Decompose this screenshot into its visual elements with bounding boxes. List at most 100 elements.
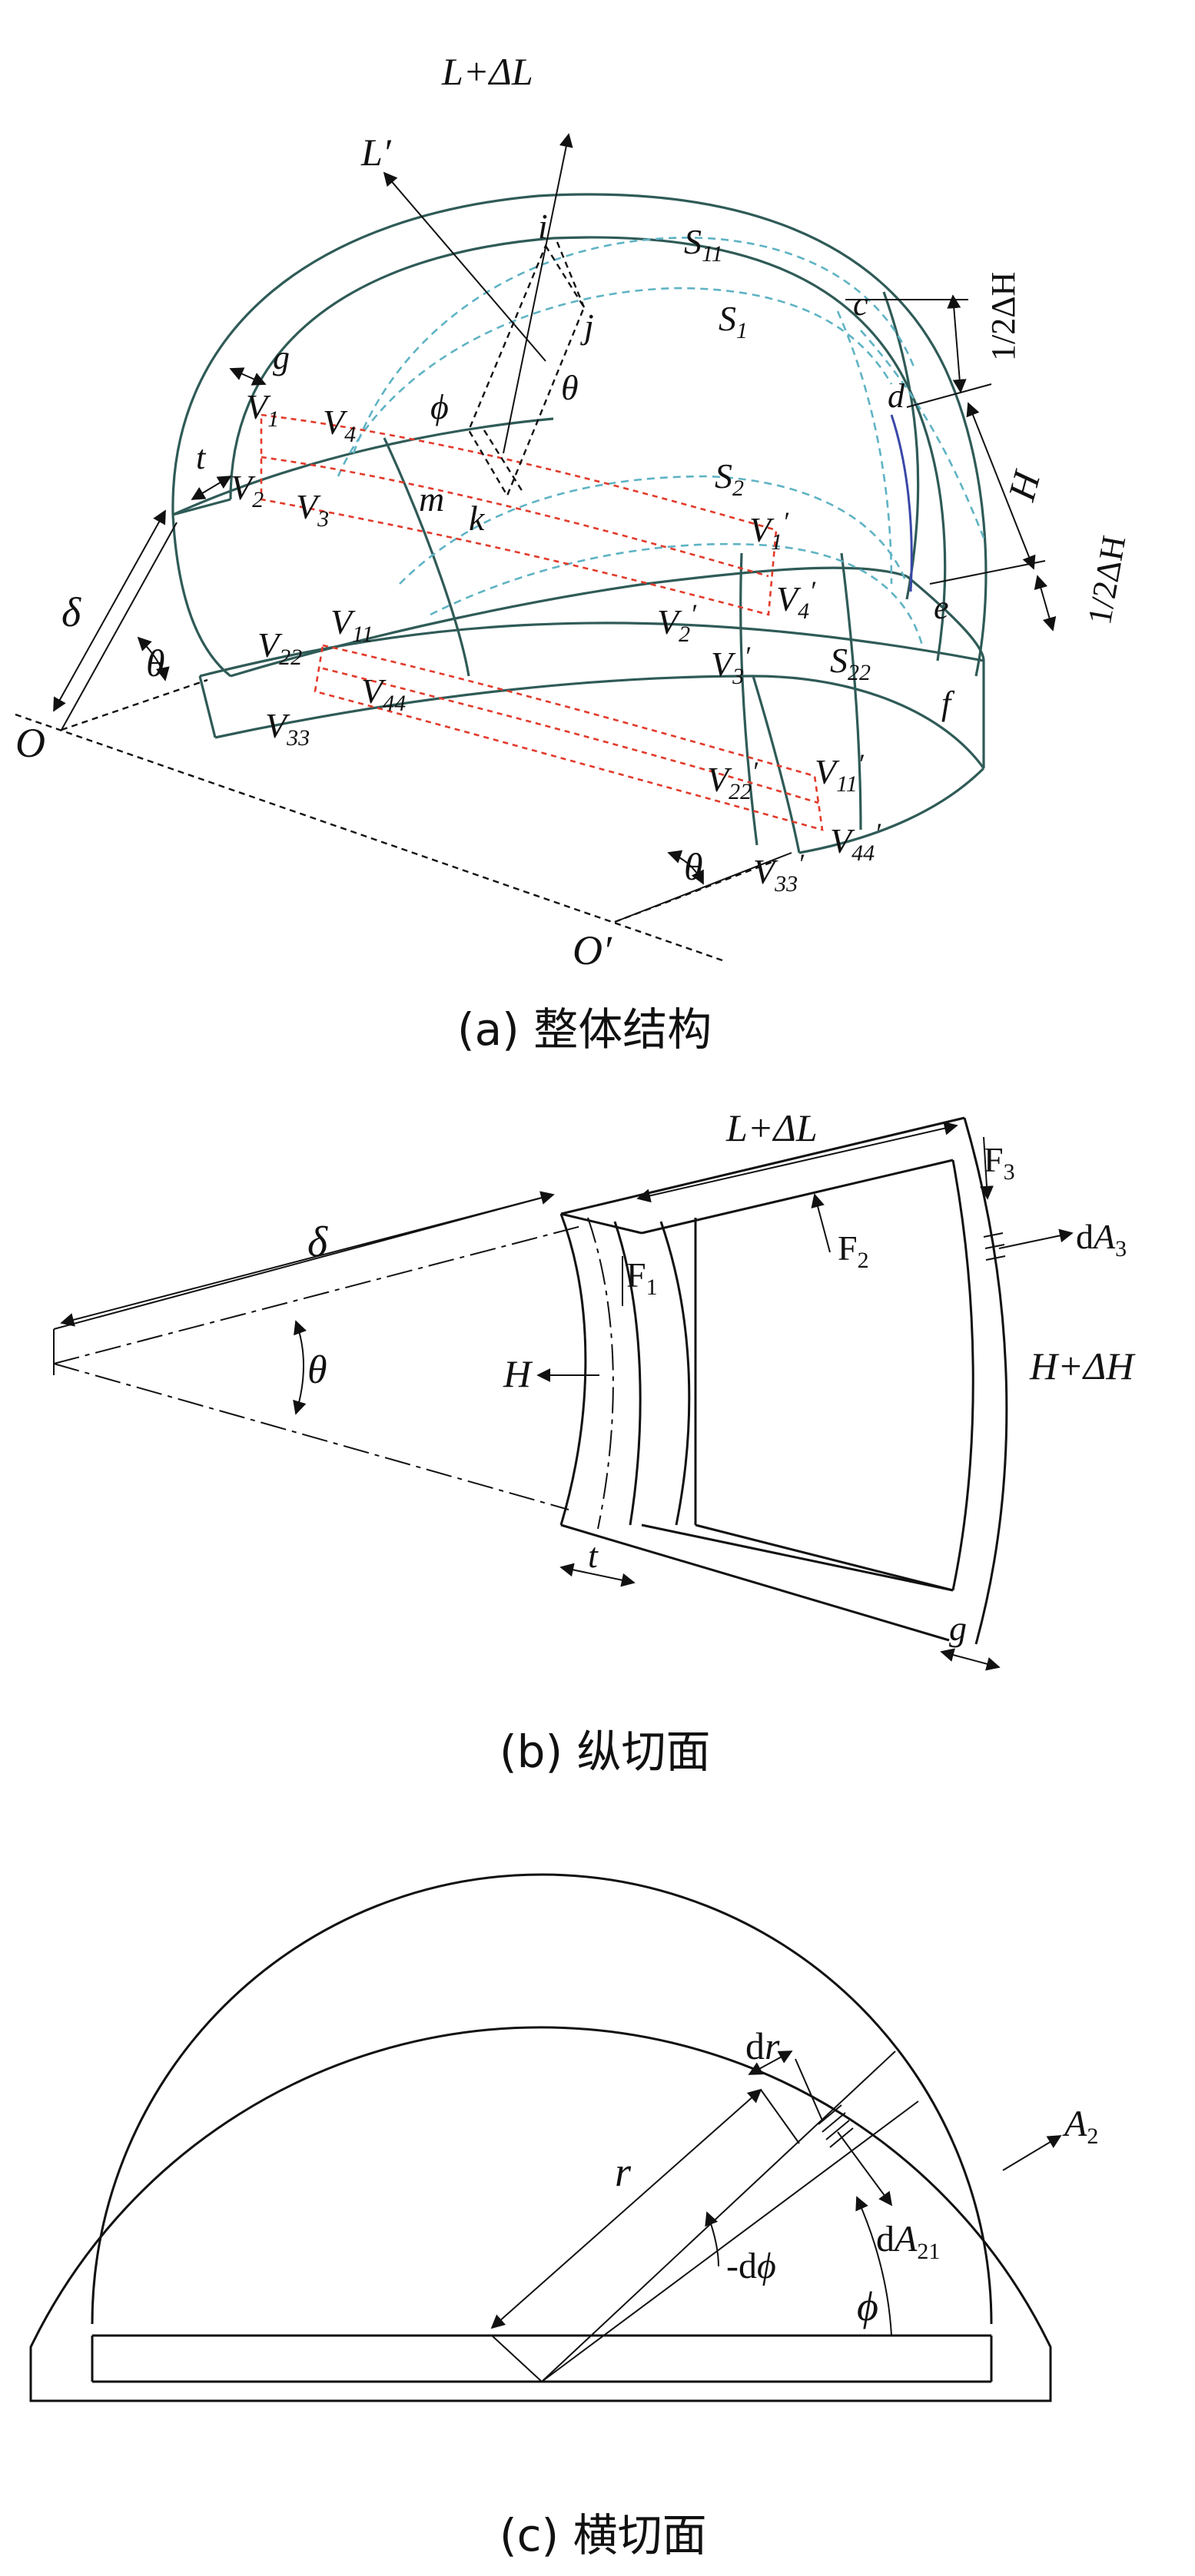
label-j: j <box>580 307 594 346</box>
b-arrow-f2 <box>811 1193 831 1253</box>
label-v1: V1 <box>246 387 279 432</box>
c-dim-r <box>490 2088 762 2329</box>
b-right-inner <box>951 1159 974 1591</box>
c-arrow-a2 <box>1002 2135 1062 2171</box>
label-v3-prime: V3′ <box>711 641 751 689</box>
slab-left-face <box>198 675 217 738</box>
guide-side <box>860 330 985 539</box>
panel-a-isometric: L+ΔL L′ i j θ ϕ m k S11 S1 S2 S22 c d e … <box>15 50 1133 1056</box>
c-label-da21: dA21 <box>876 2219 940 2264</box>
b-left-inner <box>613 1221 642 1526</box>
dim-delta <box>53 509 166 712</box>
label-m: m <box>419 479 444 519</box>
b-right-outer <box>963 1117 1008 1645</box>
label-v22-prime: V22′ <box>707 756 758 804</box>
label-k: k <box>469 499 486 538</box>
label-v4-prime: V4′ <box>776 575 816 624</box>
surface-s22-arc <box>430 542 924 646</box>
dim-g <box>229 367 267 386</box>
dim-e-line <box>929 560 1046 585</box>
slab-top-inner <box>230 566 908 678</box>
c-label-dr: dr <box>745 2024 780 2067</box>
c-r-base-tick <box>491 2335 543 2382</box>
b-label-f1: F1 <box>626 1255 658 1300</box>
b-dim-t <box>559 1563 636 1587</box>
b-top-left-cap <box>560 1212 642 1235</box>
dim-half-dh-top <box>947 294 967 393</box>
surface-s2-arc <box>399 475 908 585</box>
c-ray-lower <box>541 2100 919 2382</box>
c-inner-arc <box>91 1873 993 2325</box>
outer-arch-front <box>171 193 988 677</box>
inner-arch-front <box>229 236 947 661</box>
label-s1: S1 <box>719 299 748 343</box>
theta-ray-left <box>61 678 208 731</box>
caption-a: (a) 整体结构 <box>457 1003 712 1056</box>
b-left-outer <box>559 1213 587 1526</box>
c-hatch-da21 <box>818 2104 854 2148</box>
b-bottom-inner <box>641 1523 954 1592</box>
label-t: t <box>196 439 207 476</box>
label-phi: ϕ <box>430 387 449 426</box>
b-label-t: t <box>588 1536 599 1575</box>
back-ring-seam-2 <box>840 552 862 830</box>
label-f: f <box>941 685 955 722</box>
b-dim-delta <box>60 1191 555 1327</box>
caption-c: (c) 横切面 <box>500 2509 707 2561</box>
c-dim-dr <box>748 2051 793 2075</box>
label-v3: V3 <box>296 487 329 532</box>
label-s11: S11 <box>684 222 723 267</box>
ijkm-face <box>467 244 586 498</box>
label-v11-prime: V11′ <box>815 748 865 797</box>
c-label-dphi: -dϕ <box>726 2246 776 2286</box>
label-half-dh-top: 1/2ΔH <box>984 272 1022 361</box>
label-v2-prime: V2′ <box>657 598 697 647</box>
slab-right-seam <box>752 675 801 854</box>
label-c: c <box>853 285 868 323</box>
back-arch-inner <box>882 291 920 600</box>
panel-b-longitudinal: L+ΔL F3 dA3 F2 F1 δ θ H H+ΔH t g (b) 纵切面 <box>53 1106 1136 1778</box>
surface-s1-arc <box>337 287 893 477</box>
height-accent-curve <box>890 414 913 592</box>
label-g: g <box>273 339 290 376</box>
dim-h <box>966 402 1036 570</box>
b-hatch-da3 <box>983 1232 1006 1261</box>
label-v22: V22 <box>257 625 302 670</box>
label-l-prime: L′ <box>360 131 392 174</box>
c-arc-dphi <box>705 2211 719 2267</box>
label-half-dh-bot: 1/2ΔH <box>1080 532 1133 627</box>
panel-c-transverse: dr r A2 dA21 -dϕ ϕ (c) 横切面 <box>29 1873 1098 2561</box>
c-ray-upper <box>541 2051 896 2382</box>
label-theta-bottom: θ <box>684 845 703 888</box>
c-label-a2: A2 <box>1062 2104 1098 2149</box>
slab-top-outer <box>199 622 984 678</box>
label-v33: V33 <box>265 706 310 751</box>
c-dr-ext-1 <box>760 2089 800 2144</box>
b-label-g: g <box>949 1609 967 1648</box>
label-v11: V11 <box>330 602 373 647</box>
b-arrow-f3 <box>980 1136 994 1200</box>
label-v33-prime: V33′ <box>753 848 805 897</box>
back-ring-seam-1 <box>739 552 758 846</box>
ijkm-edge <box>556 241 586 308</box>
c-arc-phi <box>855 2196 892 2336</box>
b-dim-g <box>940 1648 1001 1671</box>
label-v1-prime: V1′ <box>749 506 789 555</box>
axis-o-o-prime <box>15 713 723 962</box>
caption-b: (b) 纵切面 <box>500 1726 711 1778</box>
b-arc-theta <box>293 1320 307 1415</box>
element-v-lower-mid <box>322 667 819 804</box>
element-v-lower <box>314 644 824 831</box>
c-label-phi: ϕ <box>857 2283 878 2329</box>
slab-right-top <box>905 575 985 661</box>
b-label-f3: F3 <box>984 1140 1015 1185</box>
arc-theta-bottom <box>667 850 704 885</box>
b-label-f2: F2 <box>838 1228 869 1273</box>
label-s22: S22 <box>830 641 871 685</box>
element-v-upper <box>260 413 778 616</box>
l-prime-axis <box>383 171 546 362</box>
b-arrow-da3 <box>998 1228 1074 1249</box>
label-i: i <box>538 207 548 246</box>
dim-half-dh-bot <box>1034 575 1057 632</box>
